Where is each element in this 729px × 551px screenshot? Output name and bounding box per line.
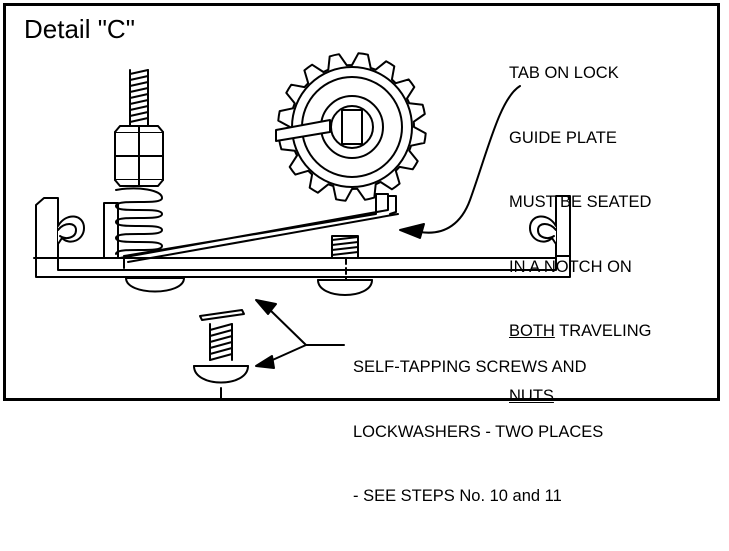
tab-callout-line-5-text: TRAVELING xyxy=(559,322,652,340)
base-plate xyxy=(33,195,571,278)
lock-guide-plate xyxy=(119,193,399,263)
left-spring-assembly xyxy=(114,69,185,293)
screws-callout-line-3: - SEE STEPS No. 10 and 11 xyxy=(353,487,562,505)
tab-callout-line-5: BOTH TRAVELING xyxy=(509,321,651,343)
screws-callout-line-2: LOCKWASHERS - TWO PLACES xyxy=(353,422,604,441)
screw-leaders xyxy=(255,299,345,369)
right-keyhole-notch xyxy=(529,215,557,245)
detail-c-diagram: Detail "C" TAB ON LOCK GUIDE PLATE MUST … xyxy=(3,3,720,505)
tab-callout-line-1: TAB ON LOCK xyxy=(509,64,619,82)
detail-title: Detail "C" xyxy=(24,14,135,44)
exploded-screw xyxy=(193,309,249,401)
tab-callout: TAB ON LOCK GUIDE PLATE MUST BE SEATED I… xyxy=(509,20,651,450)
center-screw xyxy=(317,235,373,296)
left-keyhole-notch xyxy=(57,215,85,245)
tab-callout-line-3: MUST BE SEATED xyxy=(509,193,652,211)
screws-callout-line-1: SELF-TAPPING SCREWS AND xyxy=(353,358,587,376)
tab-callout-line-6: NUTS xyxy=(509,386,554,405)
tab-leader xyxy=(399,85,521,239)
tab-callout-emphasis: BOTH xyxy=(509,322,555,340)
screws-callout: SELF-TAPPING SCREWS AND LOCKWASHERS - TW… xyxy=(353,314,603,551)
tab-callout-line-2: GUIDE PLATE xyxy=(509,128,617,147)
diagram-drawing xyxy=(33,52,571,401)
tab-callout-line-4: IN A NOTCH ON xyxy=(509,257,632,276)
toothed-wheel xyxy=(275,52,427,202)
